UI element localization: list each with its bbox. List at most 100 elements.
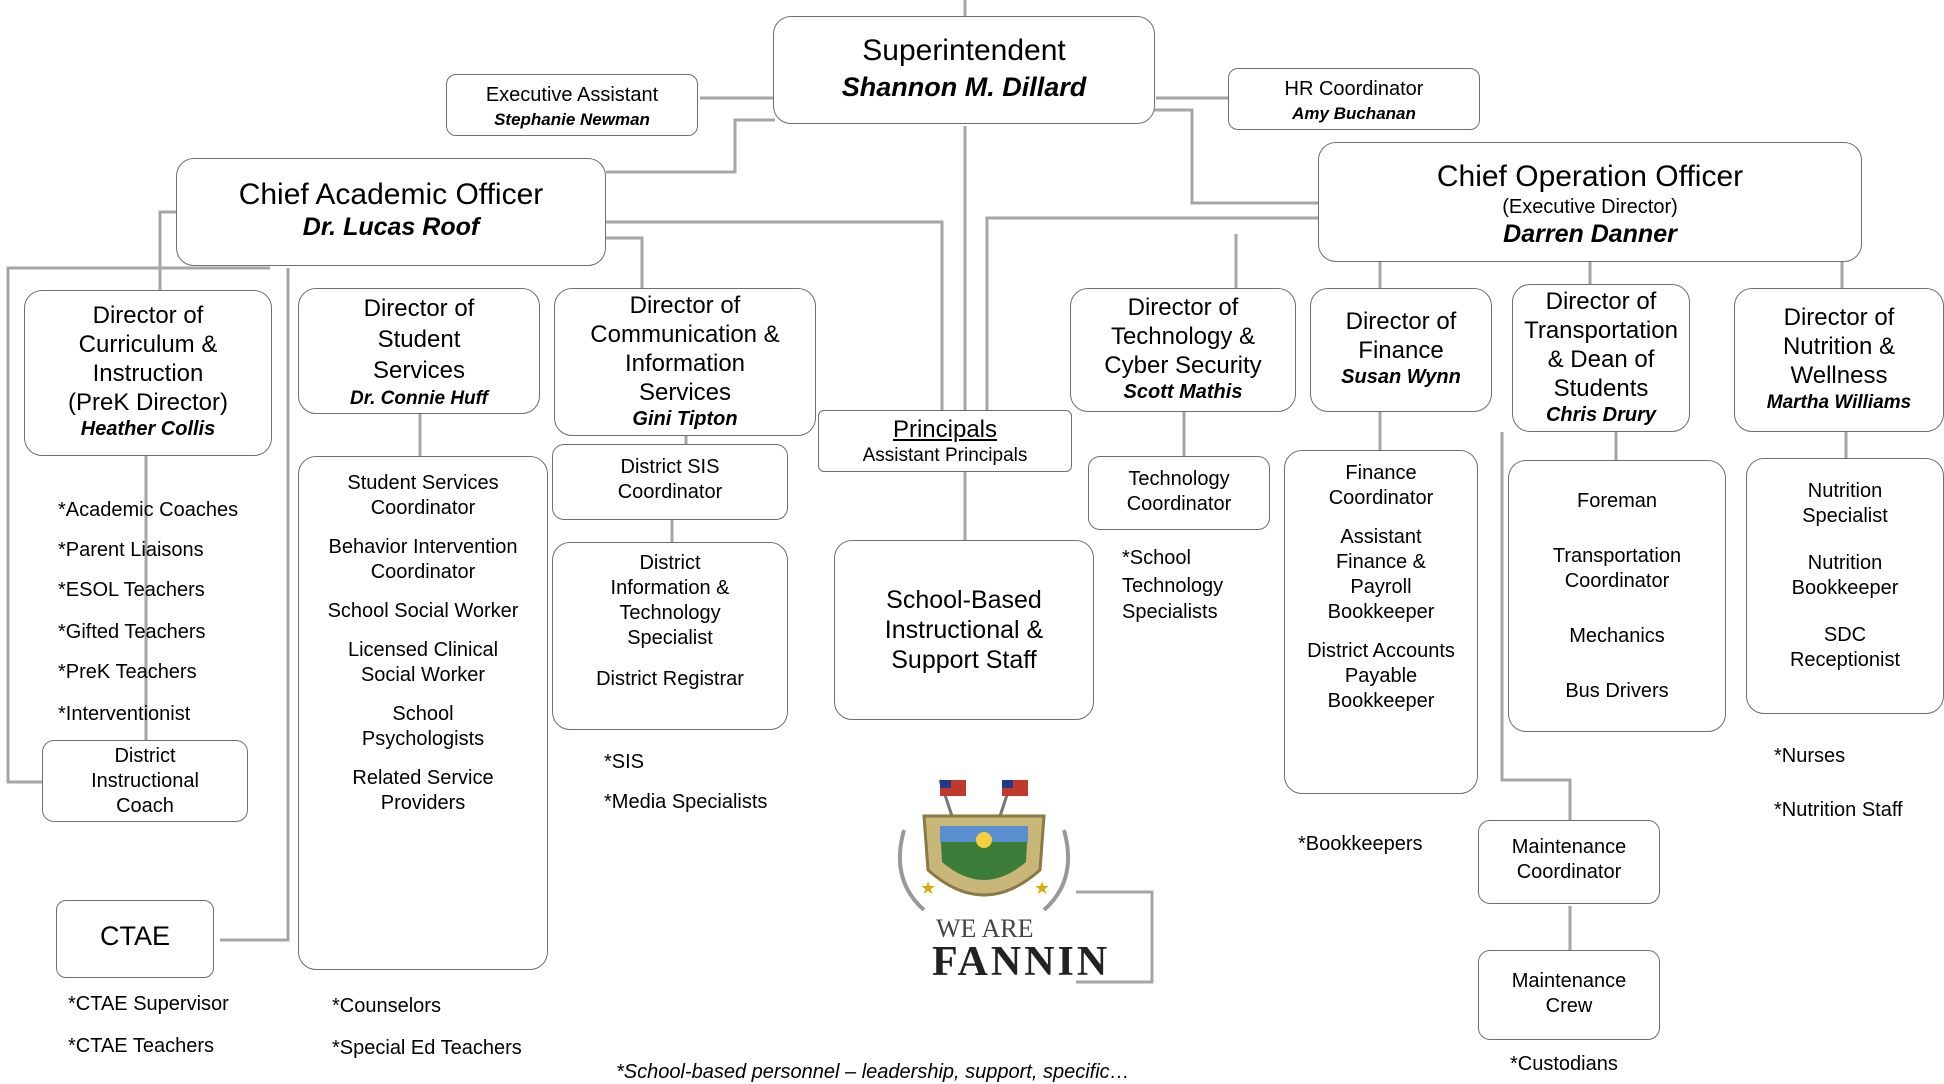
hr-title: HR Coordinator: [1284, 78, 1424, 100]
district-info-line: Information &: [610, 577, 730, 599]
finance-staff-box: Finance Coordinator Assistant Finance & …: [1284, 450, 1478, 794]
dir-tech-name: Scott Mathis: [1123, 381, 1243, 403]
student-note: *Special Ed Teachers: [332, 1037, 522, 1059]
dir-comm-box: Director of Communication & Information …: [554, 288, 816, 436]
dir-tech-line: Technology &: [1110, 323, 1256, 350]
curriculum-note: *ESOL Teachers: [58, 579, 205, 601]
dir-transport-line: & Dean of: [1547, 346, 1655, 373]
cao-box: Chief Academic Officer Dr. Lucas Roof: [176, 158, 606, 266]
dir-comm-name: Gini Tipton: [632, 408, 738, 430]
transport-staff-item: Transportation Coordinator: [1552, 545, 1682, 592]
dir-comm-line: Services: [638, 379, 732, 406]
sis-coord-line: Coordinator: [617, 481, 723, 503]
district-coach-line: Coach: [116, 795, 174, 817]
principals-subtitle: Assistant Principals: [862, 445, 1028, 466]
finance-staff-item: Assistant Finance & Payroll Bookkeeper: [1327, 526, 1435, 623]
tech-coord-line: Technology: [1128, 468, 1230, 490]
exec-assistant-box: Executive Assistant Stephanie Newman: [446, 74, 698, 136]
finance-staff-item: Finance Coordinator: [1328, 462, 1434, 509]
finance-staff-item: District Accounts Payable Bookkeeper: [1307, 640, 1455, 712]
comm-note: *Media Specialists: [604, 791, 768, 813]
transport-staff-box: Foreman Transportation Coordinator Mecha…: [1508, 460, 1726, 732]
dir-finance-name: Susan Wynn: [1341, 366, 1461, 388]
district-coach-line: District: [114, 745, 176, 767]
school-staff-line: School-Based: [886, 586, 1042, 614]
superintendent-title: Superintendent: [862, 34, 1066, 67]
student-staff-item: Student Services Coordinator: [347, 472, 499, 519]
svg-text:★: ★: [920, 878, 936, 898]
student-staff-item: School Social Worker: [327, 600, 519, 622]
district-info-box: District Information & Technology Specia…: [552, 542, 788, 730]
nutrition-staff-box: Nutrition Specialist Nutrition Bookkeepe…: [1746, 458, 1944, 714]
tech-coord-line: Coordinator: [1126, 493, 1232, 515]
curriculum-note: *PreK Teachers: [58, 661, 197, 683]
tech-note: *School: [1122, 547, 1191, 569]
ctae-note: *CTAE Supervisor: [68, 993, 229, 1015]
exec-assistant-name: Stephanie Newman: [494, 110, 650, 129]
school-staff-line: Instructional &: [884, 616, 1044, 644]
dir-student-line: Director of: [363, 295, 475, 322]
dir-transport-box: Director of Transportation & Dean of Stu…: [1512, 284, 1690, 432]
dir-nutrition-line: Director of: [1783, 304, 1895, 331]
maint-coord-line: Maintenance: [1511, 836, 1627, 858]
dir-curriculum-line: Curriculum &: [78, 331, 218, 358]
nutrition-staff-item: SDC Receptionist: [1789, 624, 1901, 671]
coo-subtitle: (Executive Director): [1502, 196, 1678, 218]
maint-crew-line: Crew: [1545, 995, 1593, 1017]
dir-curriculum-name: Heather Collis: [80, 418, 216, 440]
cao-title: Chief Academic Officer: [238, 178, 544, 211]
district-coach-line: Instructional: [91, 770, 199, 792]
principals-box: Principals Assistant Principals: [818, 410, 1072, 472]
logo-line2: FANNIN: [932, 939, 1111, 985]
nutrition-staff-item: Nutrition Specialist: [1802, 480, 1888, 527]
dir-nutrition-box: Director of Nutrition & Wellness Martha …: [1734, 288, 1944, 432]
logo-line1: WE ARE: [936, 914, 1034, 943]
footnote: *School-based personnel – leadership, su…: [616, 1061, 1130, 1083]
coo-name: Darren Danner: [1503, 220, 1677, 248]
maint-note: *Custodians: [1510, 1053, 1618, 1075]
dir-curriculum-line: Instruction: [92, 360, 204, 387]
district-registrar: District Registrar: [596, 668, 744, 690]
dir-curriculum-line: (PreK Director): [67, 389, 229, 416]
dir-transport-line: Transportation: [1524, 317, 1678, 344]
svg-text:★: ★: [1034, 878, 1050, 898]
student-staff-item: School Psychologists: [361, 703, 485, 750]
district-info-line: Technology: [619, 602, 721, 624]
transport-staff-item: Mechanics: [1569, 625, 1665, 647]
transport-staff-item: Foreman: [1576, 490, 1658, 512]
curriculum-note: *Academic Coaches: [58, 499, 239, 521]
cao-name: Dr. Lucas Roof: [302, 213, 480, 241]
superintendent-name: Shannon M. Dillard: [841, 72, 1087, 102]
hr-name: Amy Buchanan: [1292, 104, 1416, 123]
exec-assistant-title: Executive Assistant: [485, 84, 659, 106]
sis-coord-line: District SIS: [620, 456, 720, 478]
dir-finance-line: Finance: [1358, 337, 1444, 364]
maint-coord-box: Maintenance Coordinator: [1478, 820, 1660, 904]
sis-coord-box: District SIS Coordinator: [552, 444, 788, 520]
dir-student-line: Student: [377, 326, 461, 353]
coo-title: Chief Operation Officer: [1436, 160, 1744, 193]
finance-note: *Bookkeepers: [1298, 833, 1423, 855]
dir-nutrition-name: Martha Williams: [1766, 392, 1912, 413]
dir-transport-line: Students: [1553, 375, 1649, 402]
ctae-note: *CTAE Teachers: [68, 1035, 214, 1057]
curriculum-note: *Parent Liaisons: [58, 539, 204, 561]
maint-crew-box: Maintenance Crew: [1478, 950, 1660, 1040]
dir-student-name: Dr. Connie Huff: [350, 388, 488, 409]
dir-comm-line: Communication &: [590, 321, 780, 348]
student-note: *Counselors: [332, 995, 441, 1017]
nutrition-note: *Nutrition Staff: [1774, 799, 1903, 821]
student-staff-item: Related Service Providers: [352, 767, 494, 814]
comm-note: *SIS: [604, 751, 645, 773]
transport-staff-item: Bus Drivers: [1565, 680, 1669, 702]
student-staff-item: Licensed Clinical Social Worker: [347, 639, 499, 686]
ctae-box: CTAE: [56, 900, 214, 978]
crest-icon: ★ ★: [897, 779, 1071, 912]
curriculum-note: *Gifted Teachers: [58, 621, 206, 643]
ctae-title: CTAE: [99, 921, 170, 951]
district-coach-box: District Instructional Coach: [42, 740, 248, 822]
fannin-logo: ★ ★ WE ARE FANNIN: [884, 770, 1154, 986]
maint-coord-line: Coordinator: [1516, 861, 1622, 883]
tech-note: Technology: [1122, 575, 1224, 597]
